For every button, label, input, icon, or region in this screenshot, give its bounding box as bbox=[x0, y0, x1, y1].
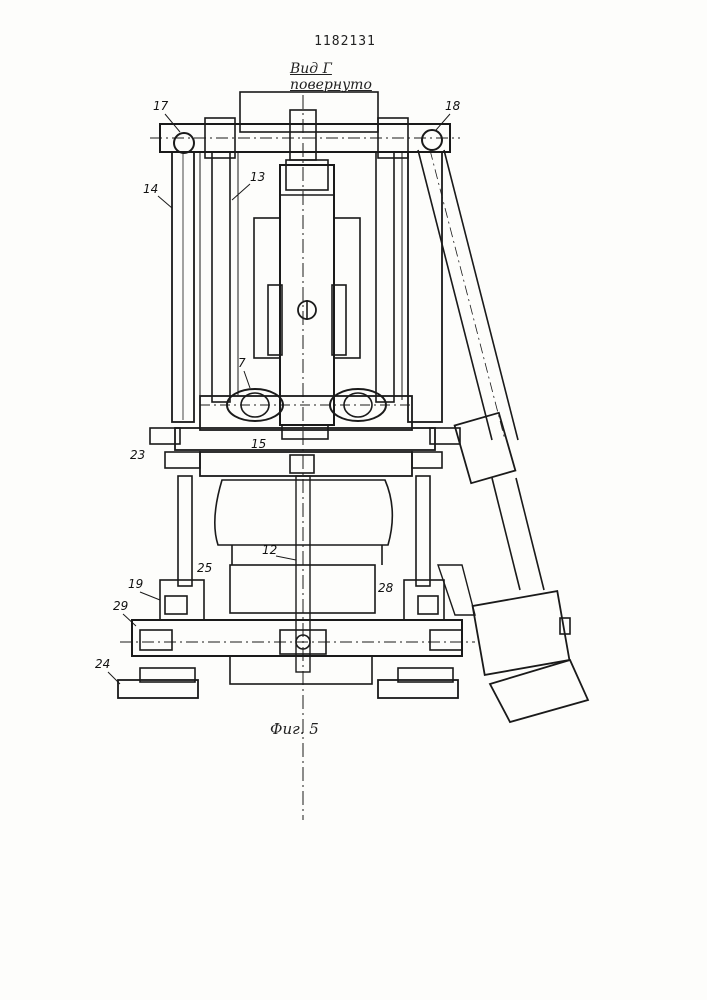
label-14: 14 bbox=[143, 182, 158, 196]
label-13: 13 bbox=[250, 170, 265, 184]
actuator-cylinder bbox=[455, 413, 516, 483]
column-13 bbox=[212, 152, 230, 402]
label-12: 12 bbox=[262, 543, 277, 557]
pivot-17 bbox=[174, 133, 194, 153]
label-29: 29 bbox=[113, 599, 128, 613]
label-19: 19 bbox=[128, 577, 143, 591]
label-25: 25 bbox=[197, 561, 212, 575]
label-15: 15 bbox=[251, 437, 266, 451]
label-18: 18 bbox=[445, 99, 461, 113]
label-17: 17 bbox=[153, 99, 169, 113]
bowl bbox=[215, 480, 393, 545]
pivot-18 bbox=[422, 130, 442, 150]
label-28: 28 bbox=[378, 581, 394, 595]
label-24: 24 bbox=[95, 657, 110, 671]
upper-frame-outline bbox=[240, 92, 378, 132]
label-23: 23 bbox=[130, 448, 145, 462]
label-7: 7 bbox=[238, 356, 246, 370]
actuator-foot bbox=[490, 660, 588, 722]
actuator-housing bbox=[473, 591, 570, 675]
figure-caption: Фиг. 5 bbox=[270, 720, 350, 738]
central-ram bbox=[280, 165, 334, 425]
